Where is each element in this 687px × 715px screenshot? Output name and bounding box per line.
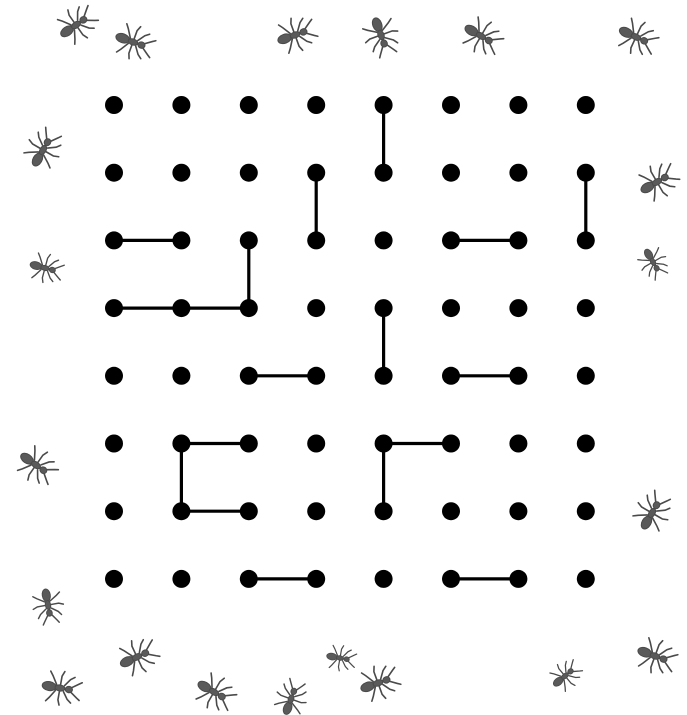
ant-icon <box>30 586 66 626</box>
ant-icon <box>633 157 684 206</box>
grid-dot[interactable] <box>172 367 190 385</box>
ant-icon <box>26 250 66 286</box>
grid-dot[interactable] <box>240 299 258 317</box>
grid-dot[interactable] <box>442 96 460 114</box>
ant-icon <box>19 123 68 174</box>
ant-icon <box>613 14 663 61</box>
grid-dot[interactable] <box>509 570 527 588</box>
grid-dot[interactable] <box>375 299 393 317</box>
ant-icon <box>271 676 312 715</box>
grid-dot[interactable] <box>172 164 190 182</box>
ant-icon <box>114 633 164 680</box>
grid-dot[interactable] <box>240 367 258 385</box>
grid-dot[interactable] <box>307 96 325 114</box>
grid-dot[interactable] <box>577 231 595 249</box>
grid-dot[interactable] <box>105 299 123 317</box>
grid-dot[interactable] <box>105 435 123 453</box>
ant-icon <box>628 486 677 537</box>
grid-dot[interactable] <box>172 435 190 453</box>
grid-dot[interactable] <box>375 231 393 249</box>
grid-dot[interactable] <box>577 435 595 453</box>
ant-icon <box>355 660 403 705</box>
grid-dot[interactable] <box>105 502 123 520</box>
dot-grid <box>105 96 595 588</box>
grid-dot[interactable] <box>509 96 527 114</box>
ant-icon <box>12 441 63 491</box>
grid-dot[interactable] <box>307 231 325 249</box>
grid-dot[interactable] <box>105 96 123 114</box>
ant-icon <box>634 243 673 284</box>
grid-dot[interactable] <box>375 502 393 520</box>
grid-dot[interactable] <box>172 502 190 520</box>
grid-dot[interactable] <box>509 164 527 182</box>
grid-dot[interactable] <box>172 299 190 317</box>
ant-icon <box>272 12 320 57</box>
grid-dot[interactable] <box>577 570 595 588</box>
grid-dot[interactable] <box>577 96 595 114</box>
grid-dot[interactable] <box>375 435 393 453</box>
grid-dot[interactable] <box>240 231 258 249</box>
grid-dot[interactable] <box>442 164 460 182</box>
grid-dot[interactable] <box>240 570 258 588</box>
ant-icon <box>632 634 680 679</box>
grid-dot[interactable] <box>509 231 527 249</box>
grid-dot[interactable] <box>375 164 393 182</box>
grid-dot[interactable] <box>105 367 123 385</box>
grid-dot[interactable] <box>442 502 460 520</box>
grid-dot[interactable] <box>240 502 258 520</box>
grid-dot[interactable] <box>240 96 258 114</box>
ant-icon <box>52 0 103 49</box>
grid-dot[interactable] <box>240 435 258 453</box>
grid-dot[interactable] <box>105 570 123 588</box>
grid-dot[interactable] <box>375 367 393 385</box>
ant-icon <box>457 12 508 61</box>
grid-dot[interactable] <box>442 299 460 317</box>
grid-dot[interactable] <box>442 367 460 385</box>
grid-dot[interactable] <box>375 96 393 114</box>
grid-dot[interactable] <box>509 299 527 317</box>
grid-dot[interactable] <box>442 570 460 588</box>
ant-icon <box>545 655 586 696</box>
grid-dot[interactable] <box>105 164 123 182</box>
grid-dot[interactable] <box>172 570 190 588</box>
grid-dot[interactable] <box>509 435 527 453</box>
grid-dot[interactable] <box>240 164 258 182</box>
grid-dot[interactable] <box>307 570 325 588</box>
grid-dot[interactable] <box>307 299 325 317</box>
grid-dot[interactable] <box>577 164 595 182</box>
grid-dot[interactable] <box>307 435 325 453</box>
grid-dot[interactable] <box>105 231 123 249</box>
grid-dot[interactable] <box>577 367 595 385</box>
grid-dot[interactable] <box>307 502 325 520</box>
grid-dot[interactable] <box>307 164 325 182</box>
grid-dot[interactable] <box>307 367 325 385</box>
ant-icon <box>190 668 241 715</box>
grid-dot[interactable] <box>442 435 460 453</box>
grid-dot[interactable] <box>172 96 190 114</box>
grid-dot[interactable] <box>577 299 595 317</box>
ant-icon <box>359 12 404 60</box>
grid-dot[interactable] <box>509 502 527 520</box>
grid-dot[interactable] <box>375 570 393 588</box>
grid-dot[interactable] <box>577 502 595 520</box>
ant-icon <box>39 668 83 708</box>
grid-dot[interactable] <box>172 231 190 249</box>
ant-icon <box>324 643 357 673</box>
ant-icon <box>110 20 158 65</box>
grid-dot[interactable] <box>509 367 527 385</box>
grid-dot[interactable] <box>442 231 460 249</box>
